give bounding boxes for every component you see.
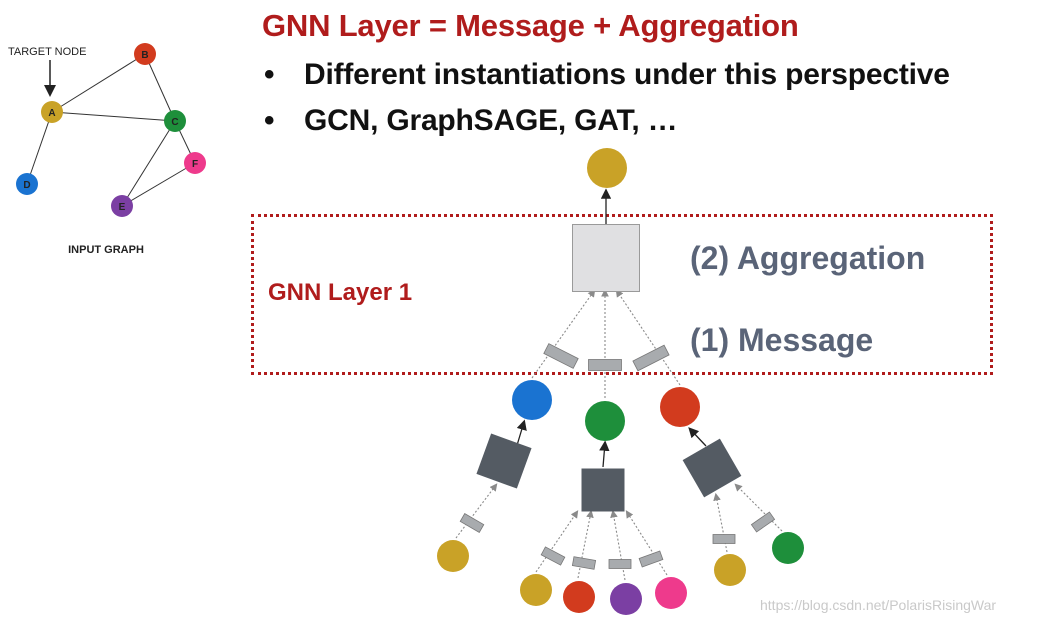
neighbor-node-d	[512, 380, 552, 420]
gnn-layer-label: GNN Layer 1	[268, 279, 413, 306]
message-edge	[535, 510, 579, 573]
graph-edge	[51, 111, 176, 122]
graph-edge	[26, 111, 53, 185]
leaf-node-e	[610, 583, 642, 615]
graph-edge	[121, 120, 176, 207]
graph-node-label: F	[192, 159, 198, 170]
neighbor-aggregation-box	[581, 468, 625, 512]
neighbor-aggregation-box	[476, 433, 532, 489]
leaf-node-a	[437, 540, 469, 572]
graph-edge	[121, 162, 196, 207]
leaf-node-c	[772, 532, 804, 564]
bullet-list: • Different instantiations under this pe…	[262, 52, 950, 144]
message-box	[571, 556, 597, 570]
neighbor-node-c	[585, 401, 625, 441]
message-box	[540, 546, 566, 566]
aggregation-output-arrow	[599, 440, 610, 468]
message-box	[750, 511, 776, 533]
graph-node-label: A	[48, 108, 55, 119]
graph-node-e	[111, 195, 133, 217]
message-box	[712, 534, 736, 544]
aggregation-output-arrow	[688, 427, 707, 447]
message-edge	[610, 509, 626, 581]
message-box	[638, 550, 664, 568]
graph-node-d	[16, 173, 38, 195]
message-edge	[531, 289, 596, 379]
bullet-text: Different instantiations under this pers…	[304, 58, 950, 91]
watermark-text: https://blog.csdn.net/PolarisRisingWar	[760, 597, 997, 613]
leaf-node-a	[520, 574, 552, 606]
bullet-text: GCN, GraphSAGE, GAT, …	[304, 104, 678, 137]
graph-node-b	[134, 43, 156, 65]
input-graph-caption: INPUT GRAPH	[68, 244, 144, 256]
message-edge	[455, 483, 498, 539]
graph-edge	[51, 53, 146, 113]
graph-node-label: C	[171, 117, 178, 128]
graph-node-label: B	[141, 50, 148, 61]
bullet-dot-icon: •	[264, 104, 275, 137]
target-node-a	[587, 148, 627, 188]
graph-node-label: E	[119, 202, 126, 213]
graph-node-a	[41, 101, 63, 123]
slide-title: GNN Layer = Message + Aggregation	[262, 8, 799, 43]
leaf-node-a	[714, 554, 746, 586]
neighbor-aggregation-box	[682, 438, 742, 498]
message-edge	[577, 509, 594, 579]
graph-node-c	[164, 110, 186, 132]
target-node-label: TARGET NODE	[8, 46, 86, 58]
message-box	[543, 343, 579, 369]
message-box	[632, 344, 670, 372]
leaf-node-b	[563, 581, 595, 613]
neighbor-node-b	[660, 387, 700, 427]
graph-node-f	[184, 152, 206, 174]
gnn-layer-boundary	[251, 214, 993, 375]
message-box	[459, 513, 485, 533]
input-graph: TARGET NODE A B C D E F INPUT GRAPH	[8, 43, 206, 256]
graph-edge	[144, 53, 176, 122]
leaf-node-f	[655, 577, 687, 609]
message-edge	[734, 483, 783, 532]
aggregation-label: (2) Aggregation	[690, 240, 926, 276]
message-box	[588, 359, 622, 371]
bullet-item: • GCN, GraphSAGE, GAT, …	[262, 98, 950, 144]
bullet-dot-icon: •	[264, 58, 275, 91]
message-box	[608, 559, 632, 569]
message-edge	[615, 289, 681, 386]
bullet-item: • Different instantiations under this pe…	[262, 52, 950, 98]
aggregation-box	[572, 224, 640, 292]
message-edge	[625, 510, 668, 576]
graph-node-label: D	[23, 180, 30, 191]
message-label: (1) Message	[690, 322, 874, 358]
